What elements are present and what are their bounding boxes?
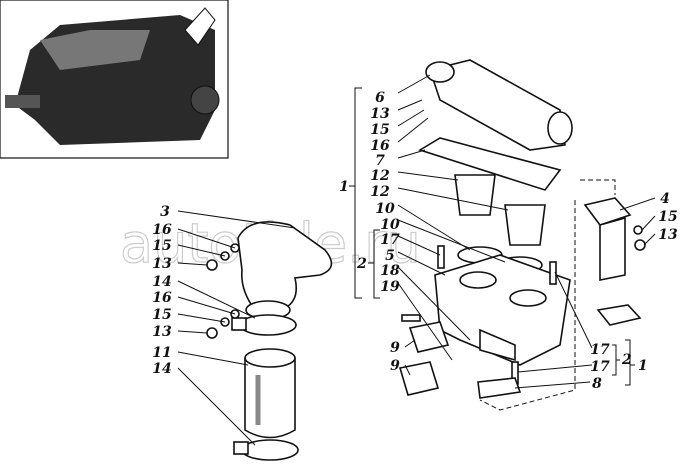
right-labels: 4 15 13 bbox=[658, 191, 678, 243]
leader-lines bbox=[177, 74, 656, 446]
center-labels: 6 13 15 16 7 12 12 10 10 17 5 18 19 1 2 bbox=[339, 90, 400, 295]
assembly-dashed-line bbox=[479, 179, 616, 411]
bracket-2 bbox=[368, 229, 380, 299]
label-15: 15 bbox=[152, 238, 171, 254]
pipe-4 bbox=[583, 197, 646, 326]
left-labels: 3 16 15 13 14 16 15 13 11 14 bbox=[152, 204, 172, 377]
group-label-bottom-1: 1 bbox=[638, 358, 648, 374]
engine-inset bbox=[0, 0, 229, 159]
bottom-labels: 9 9 17 17 8 2 1 bbox=[390, 340, 648, 392]
group-label-1: 1 bbox=[339, 179, 349, 195]
group-label-bottom-2: 2 bbox=[621, 352, 632, 368]
label-11: 11 bbox=[152, 345, 171, 361]
label-13: 13 bbox=[658, 227, 678, 243]
label-5: 5 bbox=[385, 248, 395, 264]
thermostat-housing-5 bbox=[434, 254, 571, 366]
label-17: 17 bbox=[590, 342, 610, 358]
label-17: 17 bbox=[590, 359, 610, 375]
label-6: 6 bbox=[375, 90, 385, 106]
label-14: 14 bbox=[152, 361, 171, 377]
label-16: 16 bbox=[370, 138, 390, 154]
label-10: 10 bbox=[375, 201, 395, 217]
gasket-8 bbox=[477, 377, 522, 399]
label-8: 8 bbox=[592, 376, 602, 392]
bracket-bottom-2 bbox=[612, 344, 620, 376]
label-12: 12 bbox=[370, 168, 390, 184]
label-15: 15 bbox=[370, 122, 389, 138]
thermostat-cover-6 bbox=[425, 59, 573, 151]
label-9: 9 bbox=[390, 358, 400, 374]
bracket-1 bbox=[349, 87, 362, 299]
clamp-14-upper bbox=[231, 314, 297, 336]
hose-11 bbox=[244, 348, 296, 439]
gaskets-9 bbox=[398, 321, 450, 396]
clamp-14-lower bbox=[233, 439, 299, 461]
label-7: 7 bbox=[375, 153, 385, 169]
bracket-bottom-1 bbox=[625, 339, 635, 386]
label-16: 16 bbox=[152, 290, 172, 306]
label-9: 9 bbox=[390, 340, 400, 356]
label-13: 13 bbox=[370, 106, 390, 122]
studs bbox=[401, 245, 557, 385]
elbow-pipe-3 bbox=[237, 221, 333, 320]
label-3: 3 bbox=[160, 204, 170, 220]
label-4: 4 bbox=[660, 191, 670, 207]
label-19: 19 bbox=[380, 279, 400, 295]
label-10: 10 bbox=[380, 217, 400, 233]
label-15: 15 bbox=[152, 307, 171, 323]
label-15: 15 bbox=[658, 209, 677, 225]
label-18: 18 bbox=[380, 263, 400, 279]
label-12: 12 bbox=[370, 184, 390, 200]
label-14: 14 bbox=[152, 274, 171, 290]
label-16: 16 bbox=[152, 222, 172, 238]
label-17: 17 bbox=[380, 232, 400, 248]
label-13: 13 bbox=[152, 256, 172, 272]
label-13: 13 bbox=[152, 324, 172, 340]
gasket-7 bbox=[418, 137, 562, 191]
group-label-2: 2 bbox=[356, 256, 367, 272]
